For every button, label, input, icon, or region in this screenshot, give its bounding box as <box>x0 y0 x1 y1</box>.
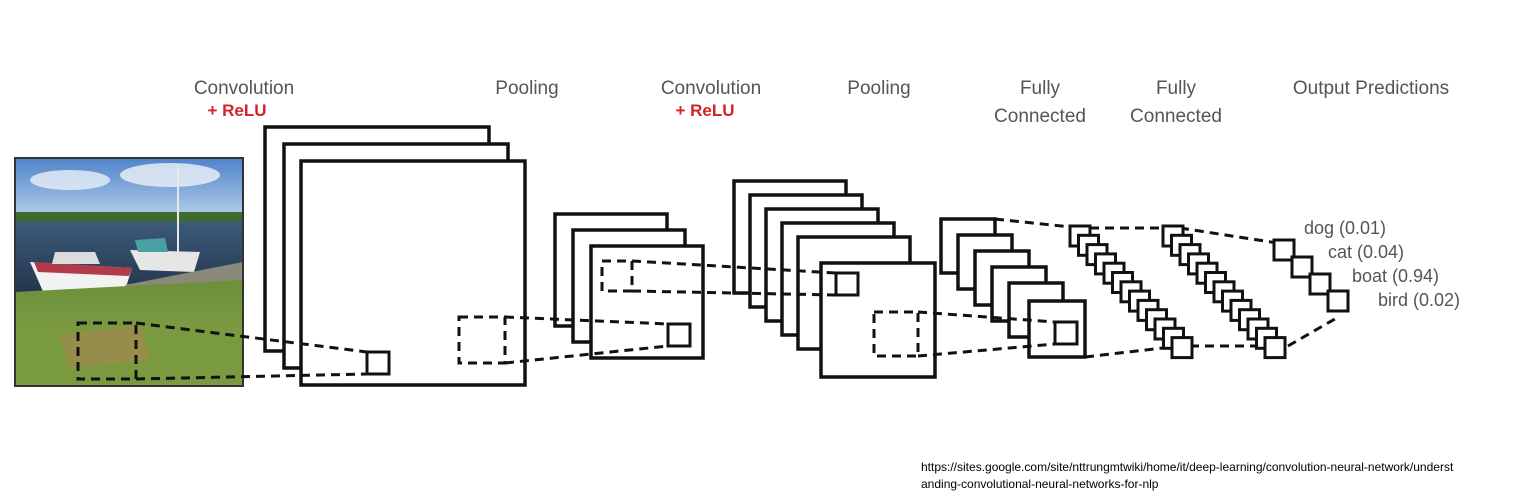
receptive-field-input <box>76 321 138 381</box>
conv1-label: Convolution <box>194 78 294 99</box>
conv1-relu-label: + ReLU <box>207 101 266 120</box>
prediction-label: bird (0.02) <box>1378 290 1460 310</box>
conv1-feature-maps <box>263 125 527 387</box>
receptive-field-conv1 <box>457 315 507 365</box>
source-url-line1: https://sites.google.com/site/nttrungmtw… <box>921 460 1454 474</box>
output-neuron <box>1326 289 1350 313</box>
source-url-line2: anding-convolutional-neural-networks-for… <box>921 477 1159 491</box>
fc1-neuron <box>1170 336 1194 360</box>
fc1-label-line1: Fully <box>1020 78 1061 99</box>
output-neurons <box>1272 238 1350 313</box>
fc-input-maps <box>939 217 1087 359</box>
pool1-kernel <box>666 322 692 348</box>
pool1-feature-maps <box>553 212 705 360</box>
prediction-labels: dog (0.01) cat (0.04) boat (0.94) bird (… <box>1304 218 1460 310</box>
fc2-neuron <box>1263 336 1287 360</box>
input-image <box>15 158 243 386</box>
prediction-label: dog (0.01) <box>1304 218 1386 238</box>
fc2-label-line2: Connected <box>1130 106 1222 127</box>
fc2-label-line1: Fully <box>1156 78 1197 99</box>
pool2-label: Pooling <box>847 78 910 99</box>
prediction-label: cat (0.04) <box>1328 242 1404 262</box>
connector-lines <box>135 217 1341 381</box>
pool2-kernel <box>1053 320 1079 346</box>
output-neuron <box>1308 272 1332 296</box>
pool1-label: Pooling <box>495 78 558 99</box>
input-image-frame <box>14 157 244 387</box>
prediction-label: boat (0.94) <box>1352 266 1439 286</box>
fc1-neurons <box>1068 224 1194 360</box>
output-neuron <box>1290 255 1314 279</box>
receptive-field-pool2 <box>872 310 920 358</box>
conv1-kernel <box>365 350 391 376</box>
conv1-map <box>299 159 527 387</box>
pool2-feature-maps <box>819 261 937 379</box>
conv2-label: Convolution <box>661 78 761 99</box>
conv2-relu-label: + ReLU <box>675 101 734 120</box>
fc1-label-line2: Connected <box>994 106 1086 127</box>
output-label: Output Predictions <box>1293 78 1449 99</box>
fc2-neurons <box>1161 224 1287 360</box>
output-neuron <box>1272 238 1296 262</box>
conv2-kernel <box>834 271 860 297</box>
receptive-field-pool1 <box>600 259 634 293</box>
